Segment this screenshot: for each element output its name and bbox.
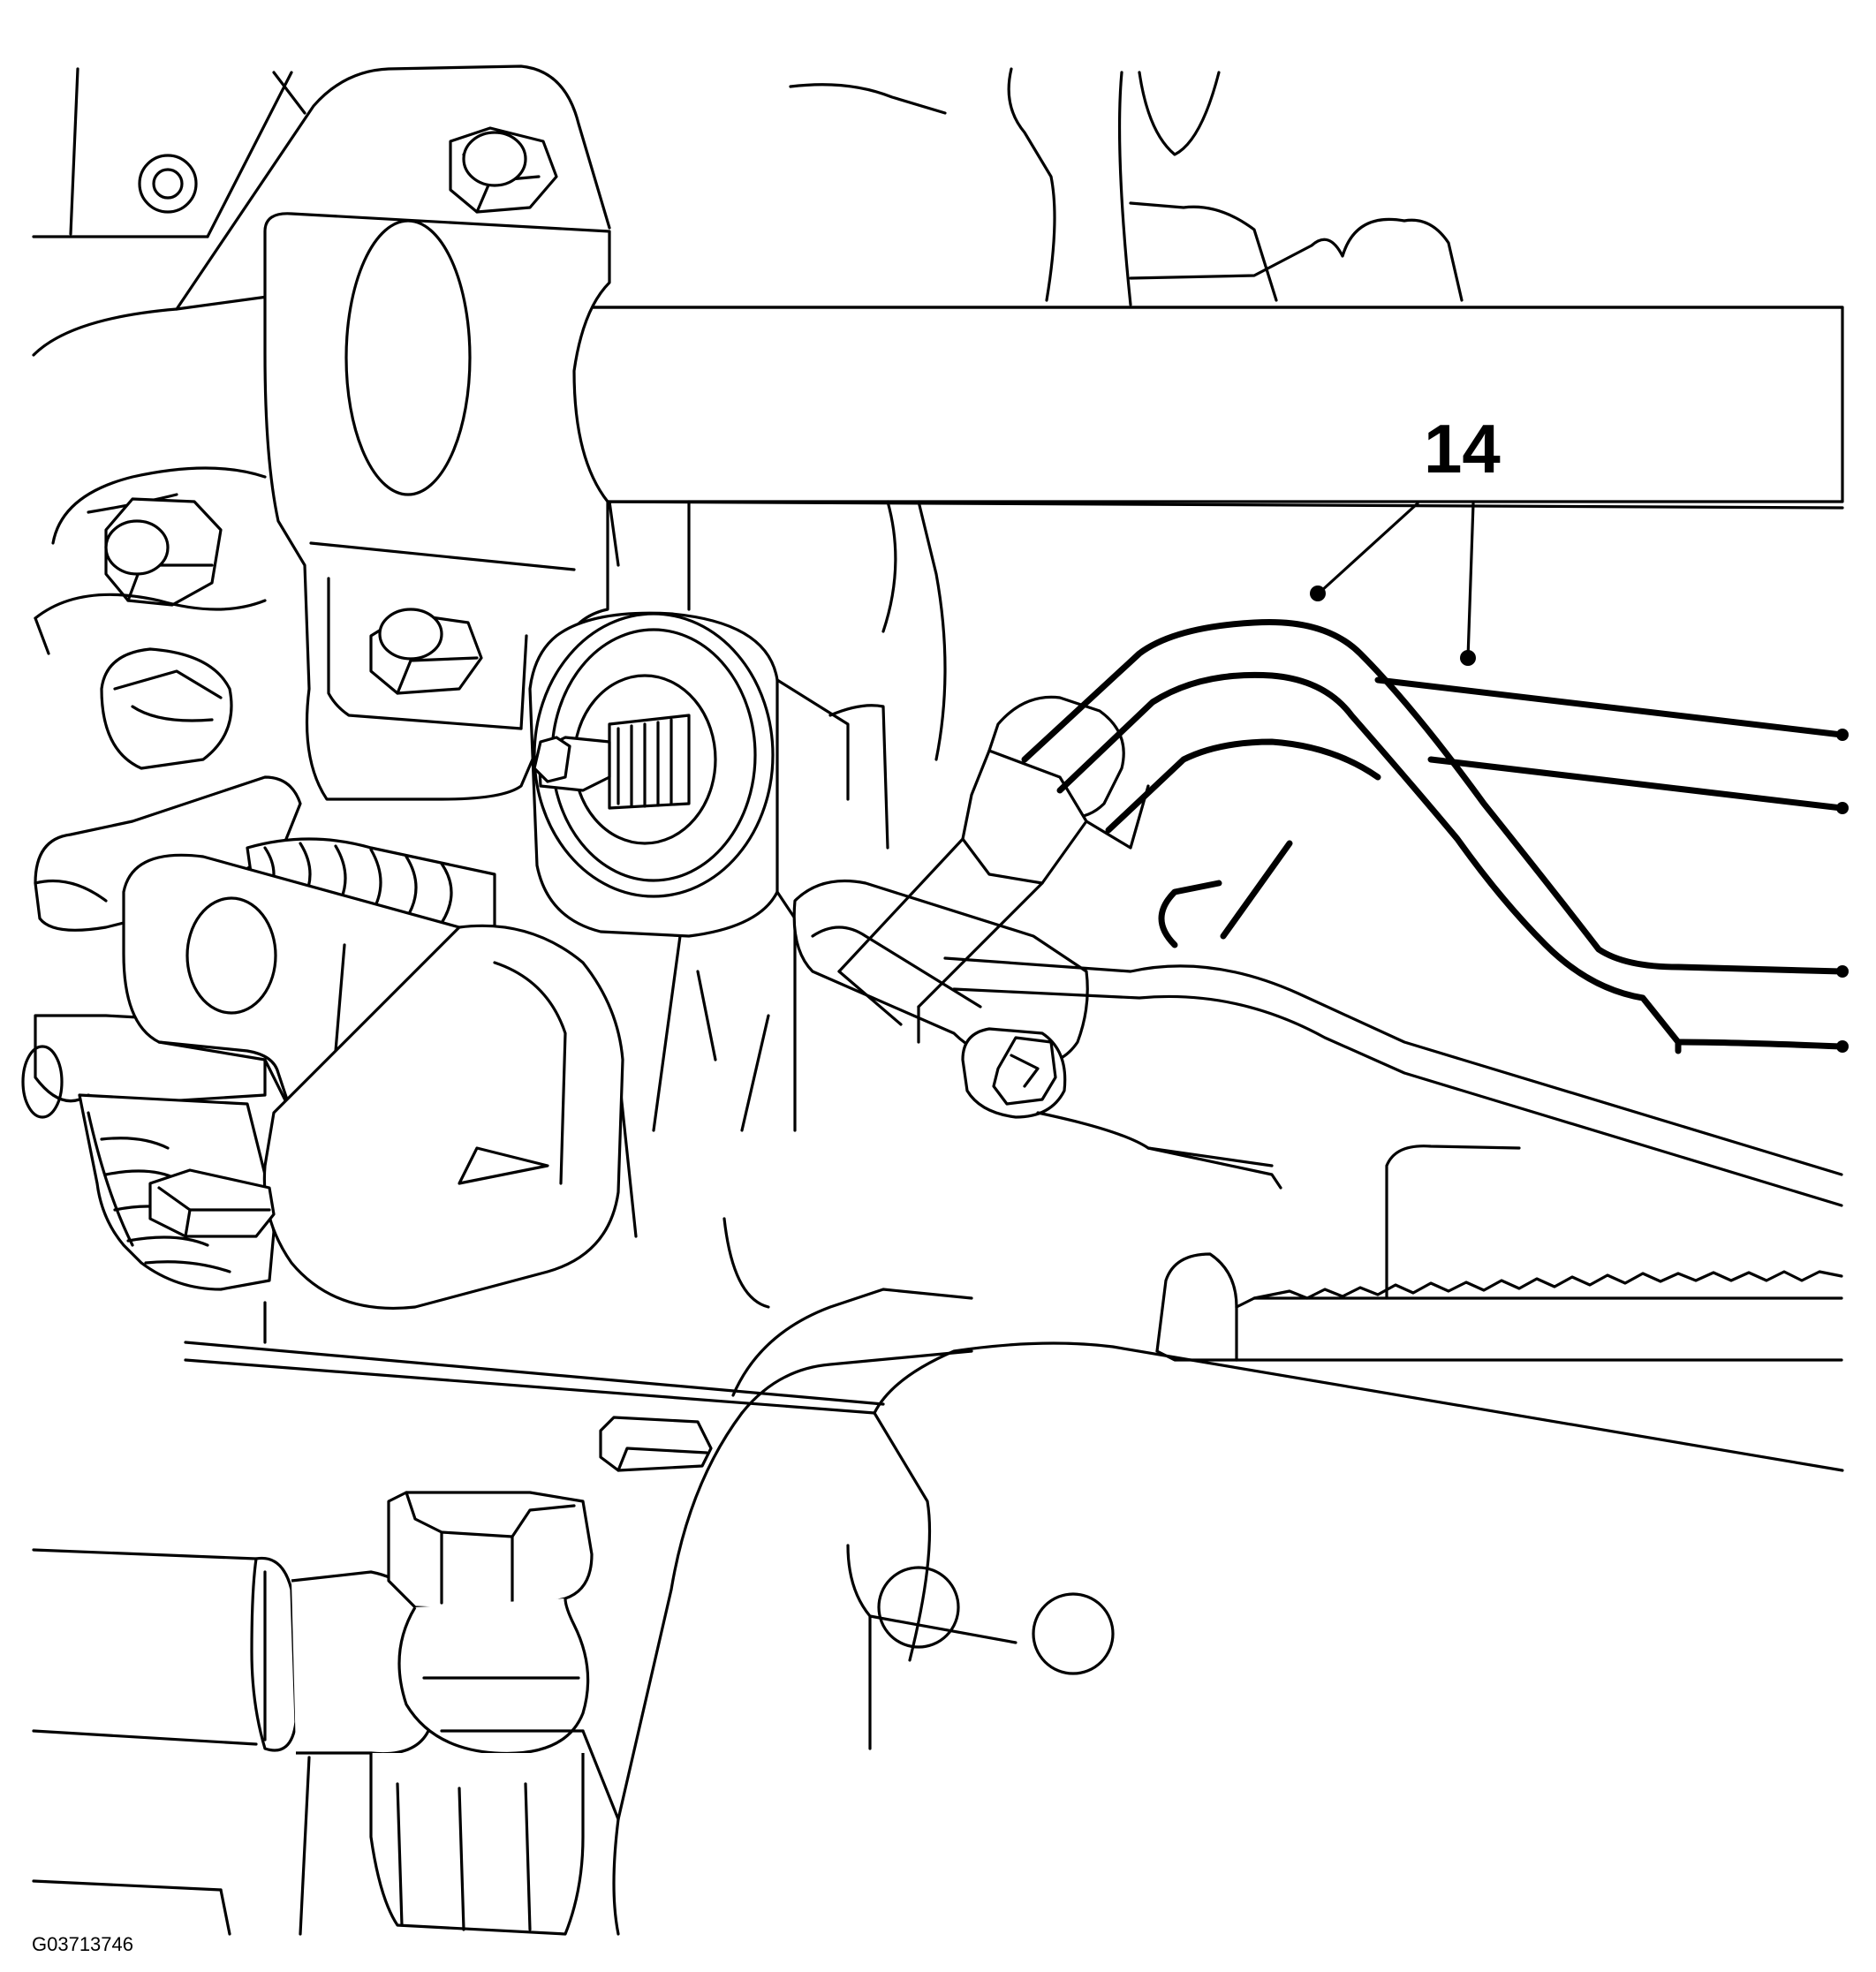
engine-housing-lines — [32, 64, 1464, 357]
rubber-mount — [262, 924, 624, 1311]
bar-clamp-bracket — [263, 212, 611, 801]
bracket-bolt — [369, 608, 483, 695]
plug-fitting — [138, 154, 198, 214]
callout-14: 14 — [1310, 410, 1501, 666]
sensor-bracket — [792, 879, 1089, 1119]
housing-body — [608, 500, 947, 1238]
lower-plate — [612, 1349, 1115, 1936]
ribbed-hose — [1155, 1252, 1843, 1362]
callout-dot-left — [1310, 586, 1326, 601]
callout-dot-right — [1460, 650, 1476, 666]
mount-bushing — [528, 611, 850, 938]
wiring-harness — [1021, 618, 1845, 1054]
subframe-beam — [184, 1217, 1844, 1472]
stabilizer-bar — [552, 306, 1844, 510]
callout-label: 14 — [1424, 410, 1501, 487]
center-nut — [599, 1416, 713, 1472]
top-bolt — [449, 126, 558, 214]
sensor-connector — [837, 695, 1150, 1044]
lower-pipe — [943, 956, 1843, 1300]
lower-pipe-assembly — [32, 1491, 620, 1936]
left-mount-bolts — [34, 466, 267, 770]
lower-left-bolt — [148, 1168, 276, 1238]
wire-terminations — [1836, 729, 1849, 1053]
figure-id: G03713746 — [32, 1933, 133, 1955]
